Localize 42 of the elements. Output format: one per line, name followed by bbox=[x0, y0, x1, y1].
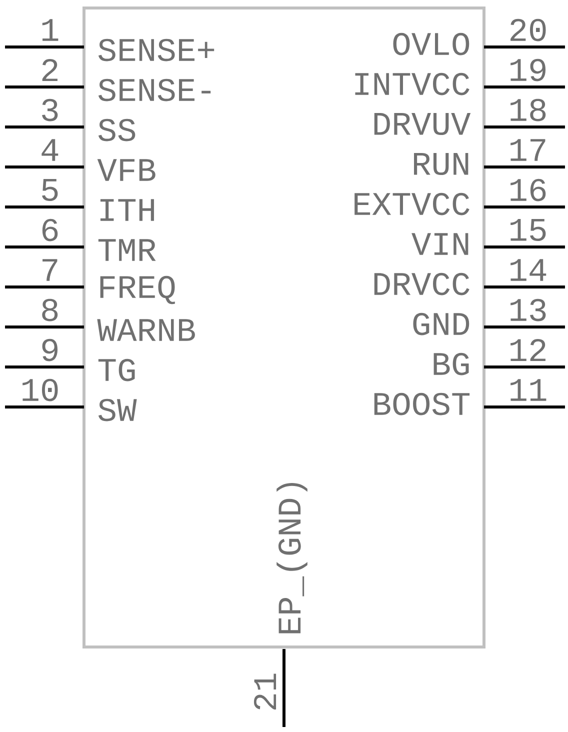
pin-number: 18 bbox=[510, 98, 546, 122]
pin-number: 10 bbox=[22, 378, 58, 402]
pin-name: SW bbox=[98, 398, 137, 422]
pin-name: GND bbox=[413, 312, 470, 336]
pin-name: OVLO bbox=[393, 32, 470, 56]
pin-number: 8 bbox=[42, 298, 58, 322]
pin-name: EP_(GND) bbox=[276, 482, 308, 634]
pin-name: SS bbox=[98, 118, 136, 142]
pin-name: TG bbox=[98, 358, 135, 382]
pin-number: 15 bbox=[510, 218, 546, 242]
pin-name: EXTVCC bbox=[354, 192, 470, 216]
pin-number: 19 bbox=[510, 58, 546, 82]
pin-name: VFB bbox=[97, 159, 156, 181]
pin-number: 3 bbox=[42, 98, 58, 122]
pin-number: 12 bbox=[510, 338, 546, 362]
pin-name: WARNB bbox=[97, 319, 195, 341]
pin-number: 21 bbox=[254, 674, 276, 710]
pin-name: BG bbox=[434, 352, 469, 376]
pin-number: 14 bbox=[510, 259, 546, 281]
pin-name: VIN bbox=[412, 233, 468, 255]
pin-name: SENSE+ bbox=[98, 38, 214, 62]
pin-number: 16 bbox=[510, 178, 546, 202]
pin-name: ITH bbox=[100, 199, 154, 221]
pin-number: 11 bbox=[510, 379, 546, 401]
pin-number: 1 bbox=[42, 19, 58, 41]
pin-name: RUN bbox=[414, 152, 468, 176]
pin-number: 9 bbox=[42, 338, 58, 362]
pin-number: 13 bbox=[510, 298, 546, 322]
pin-name: DRVUV bbox=[374, 112, 471, 136]
pin-number: 5 bbox=[42, 178, 58, 202]
pin-number: 20 bbox=[510, 18, 546, 42]
pin-name: DRVCC bbox=[374, 272, 470, 296]
pin-name: INTVCC bbox=[355, 72, 470, 96]
pin-number: 17 bbox=[510, 139, 546, 161]
pin-name: FREQ bbox=[100, 276, 175, 304]
pin-name: TMR bbox=[98, 239, 156, 261]
pin-name: BOOST bbox=[374, 392, 470, 416]
pin-name: SENSE- bbox=[98, 78, 211, 102]
pin-number: 4 bbox=[42, 139, 58, 161]
pin-number: 2 bbox=[42, 58, 58, 82]
pin-number: 6 bbox=[42, 218, 58, 242]
pin-number: 7 bbox=[42, 259, 58, 281]
